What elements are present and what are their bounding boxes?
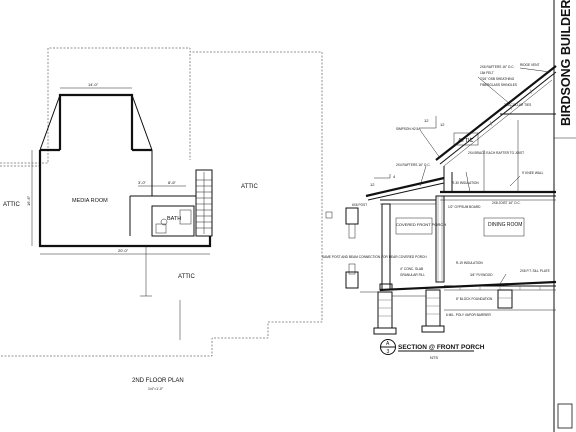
note-gypsum: 1/2" GYPSUM BOARD	[448, 205, 481, 209]
section-drawing: 12 12 4 12 ATTIC COVERED FRONT PORCH DIN…	[322, 63, 557, 335]
title-block: BIRDSONG BUILDERS	[553, 0, 576, 432]
note-felt: 15# FELT	[480, 71, 494, 75]
dim-top-width: 14'-0"	[88, 82, 99, 87]
note-brace: 2X4 BRACE EACH RAFTER TO JOIST	[468, 151, 524, 155]
note-rafters: 2X6 RAFTERS 16" O.C.	[480, 65, 515, 69]
note-floor-insulation: R-19 INSULATION	[456, 261, 483, 265]
note-post: 6X6 POST	[352, 203, 367, 207]
dim-bottom-width: 20'-0"	[118, 248, 129, 253]
note-sill-plate: 2X6 P.T. SILL PLATE	[520, 269, 550, 273]
floor-plan: 14'-0" 20'-0" 16'-6" 8'-6" 3'-0" MEDIA R…	[0, 47, 323, 391]
note-knee-wall: 9' KNEE WALL	[522, 171, 544, 175]
pitch-run-main: 12	[440, 122, 445, 127]
dim-bath-width: 8'-6"	[168, 180, 177, 185]
section-title-block: A 3 SECTION @ FRONT PORCH NTS	[380, 339, 485, 360]
foundation	[373, 289, 513, 335]
media-room-walls	[58, 93, 134, 150]
note-fill: GRANULAR FILL	[400, 273, 425, 277]
post-detail	[325, 207, 359, 289]
section-scale: NTS	[430, 355, 438, 360]
pitch-run-porch: 12	[370, 182, 375, 187]
plan-title: 2ND FLOOR PLAN	[132, 378, 184, 384]
dining-room-label: DINING ROOM	[488, 222, 522, 228]
note-sheathing: 7/16" OSB SHEATHING	[480, 77, 515, 81]
attic-section-label: ATTIC	[458, 138, 474, 144]
note-porch-rafters: 2X4 RAFTERS 16" O.C.	[396, 163, 431, 167]
attic-label-left: ATTIC	[3, 202, 21, 208]
note-insulation-ceiling: R-30 INSULATION	[452, 181, 479, 185]
dim-closet-width: 3'-0"	[138, 180, 147, 185]
note-simpson: SIMPSON H2.5A	[396, 127, 421, 131]
note-plywood: 3/4" PLYWOOD	[470, 273, 493, 277]
pitch-rise-porch: 4	[393, 174, 396, 179]
note-joist: 2X8 JOIST 16" O.C.	[492, 201, 521, 205]
section-marker-sheet: 3	[387, 349, 390, 355]
section-title: SECTION @ FRONT PORCH	[398, 344, 485, 351]
stair	[195, 169, 213, 237]
section-marker-num: A	[386, 341, 390, 347]
covered-porch-label: COVERED FRONT PORCH	[396, 222, 446, 227]
note-vapor-barrier: 6 MIL. POLY VAPOR BARRIER	[446, 313, 492, 317]
company-name: BIRDSONG BUILDERS	[559, 0, 573, 126]
note-shingles: FIBERGLASS SHINGLES	[480, 83, 517, 87]
note-collar-ties: 2X6 COLLAR TIES	[504, 103, 531, 107]
note-slab: 4" CONC. SLAB	[400, 267, 423, 271]
note-rear-porch: SAME POST AND BEAM CONNECTION FOR REAR C…	[322, 255, 427, 259]
attic-label-bottom: ATTIC	[178, 274, 196, 280]
attic-label-right: ATTIC	[241, 184, 259, 190]
roof-outline	[0, 47, 323, 357]
note-block-foundation: 8" BLOCK FOUNDATION	[456, 297, 493, 301]
dim-side-height: 16'-6"	[26, 195, 31, 206]
media-room-label: MEDIA ROOM	[72, 198, 108, 204]
porch-post	[381, 203, 391, 291]
bath	[151, 205, 195, 237]
note-ridge-vent: RIDGE VENT	[520, 63, 540, 67]
pitch-rise-main: 12	[424, 118, 429, 123]
bath-label: BATH	[167, 216, 181, 222]
plan-scale: 1/4"=1'-0"	[148, 387, 164, 391]
